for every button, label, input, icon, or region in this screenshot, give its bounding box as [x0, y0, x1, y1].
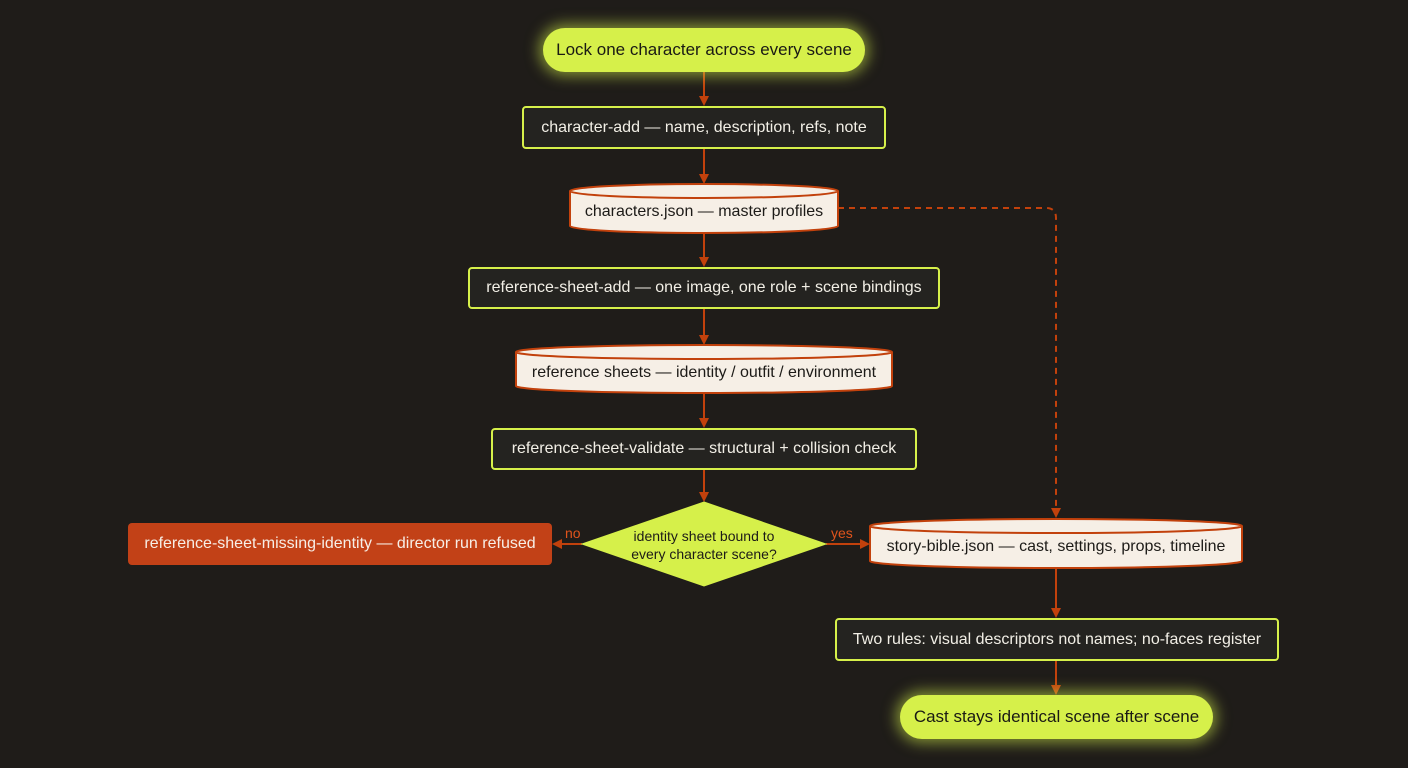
characters-store-label: characters.json — master profiles	[584, 203, 824, 220]
decision-node: identity sheet bound to every character …	[616, 526, 792, 564]
ref-sheet-add-label: reference-sheet-add — one image, one rol…	[486, 279, 922, 296]
ref-sheets-store-label: reference sheets — identity / outfit / e…	[531, 364, 877, 381]
character-add-node: character-add — name, description, refs,…	[522, 106, 886, 149]
ref-sheets-store-shape	[515, 344, 893, 394]
decision-diamond-shape	[580, 501, 828, 587]
ref-sheet-validate-node: reference-sheet-validate — structural + …	[491, 428, 917, 470]
character-add-label: character-add — name, description, refs,…	[541, 118, 867, 136]
rules-node: Two rules: visual descriptors not names;…	[835, 618, 1279, 661]
error-node: reference-sheet-missing-identity — direc…	[128, 523, 552, 565]
start-node-label: Lock one character across every scene	[556, 40, 852, 59]
characters-store-node: characters.json — master profiles	[570, 196, 838, 228]
characters-store-shape	[569, 183, 839, 234]
start-node: Lock one character across every scene	[543, 28, 865, 72]
edge-label-no: no	[565, 525, 581, 541]
decision-label: identity sheet bound to every character …	[631, 528, 777, 562]
end-node: Cast stays identical scene after scene	[900, 695, 1213, 739]
story-bible-label: story-bible.json — cast, settings, props…	[886, 538, 1226, 555]
error-label: reference-sheet-missing-identity — direc…	[144, 535, 536, 552]
edge-label-yes: yes	[831, 525, 853, 541]
rules-label: Two rules: visual descriptors not names;…	[852, 630, 1262, 648]
end-node-label: Cast stays identical scene after scene	[913, 707, 1200, 726]
ref-sheets-store-node: reference sheets — identity / outfit / e…	[516, 357, 892, 389]
story-bible-store-shape	[869, 518, 1243, 569]
ref-sheet-validate-label: reference-sheet-validate — structural + …	[511, 440, 897, 457]
story-bible-node: story-bible.json — cast, settings, props…	[870, 531, 1242, 563]
ref-sheet-add-node: reference-sheet-add — one image, one rol…	[468, 267, 940, 309]
edge-characters-store-to-story-bible-dashed	[838, 207, 1061, 518]
edges	[552, 72, 1061, 695]
